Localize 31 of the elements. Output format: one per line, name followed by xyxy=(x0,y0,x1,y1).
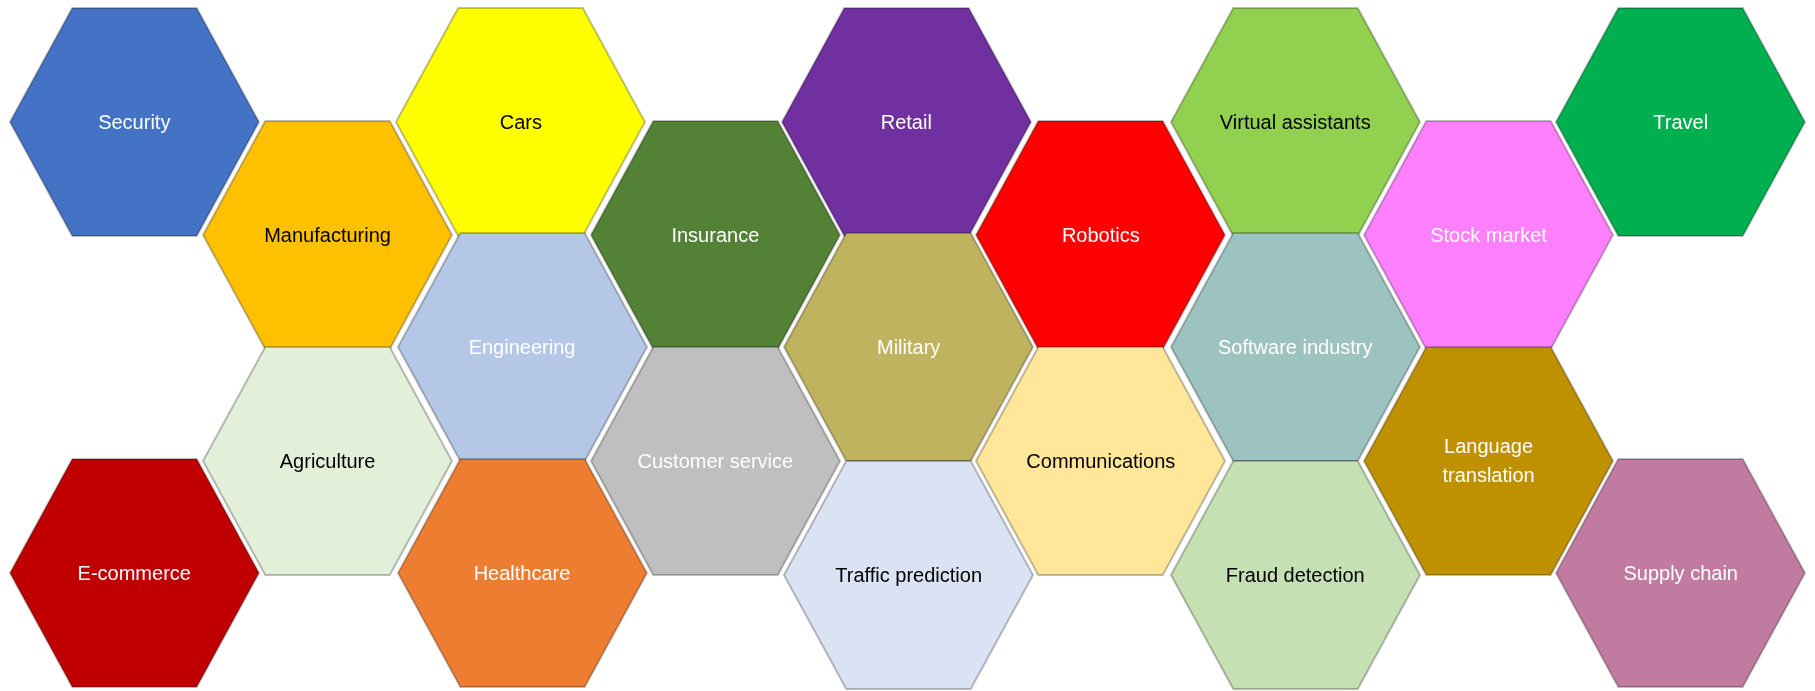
tile-label: Military xyxy=(876,334,942,360)
tile-label: Stock market xyxy=(1429,222,1548,248)
hexagon-tile xyxy=(9,458,259,687)
hexagon-tile xyxy=(396,7,646,236)
tile-label: Communications xyxy=(1025,448,1177,474)
hexagon-tile xyxy=(1556,7,1806,236)
tile-label: Language translation xyxy=(1441,433,1536,488)
hexagon-tile xyxy=(590,120,840,349)
tile-label: Fraud detection xyxy=(1224,562,1366,588)
tile-label: Supply chain xyxy=(1622,560,1739,586)
tile-label: Software industry xyxy=(1217,334,1374,360)
hexagon-tile xyxy=(9,7,259,236)
tile-label: Travel xyxy=(1652,109,1710,135)
tile-label: Agriculture xyxy=(278,448,377,474)
tile-label: Robotics xyxy=(1060,222,1141,248)
tile-label: Traffic prediction xyxy=(834,562,983,588)
tile-label: Cars xyxy=(498,109,543,135)
hexagon-tile xyxy=(781,7,1031,236)
tile-label: Virtual assistants xyxy=(1218,109,1372,135)
hexagon-tile xyxy=(1170,7,1420,236)
tile-label: Retail xyxy=(879,109,933,135)
tile-label: Insurance xyxy=(670,222,761,248)
tile-label: Customer service xyxy=(636,448,795,474)
tile-label: Healthcare xyxy=(472,560,572,586)
tile-label: Engineering xyxy=(467,334,577,360)
hexagon-tile xyxy=(1556,458,1806,687)
tile-label: Security xyxy=(97,109,172,135)
tile-label: Manufacturing xyxy=(263,222,392,248)
hexagon-tile xyxy=(203,346,453,575)
tile-label: E-commerce xyxy=(76,560,192,586)
hexagon-tile xyxy=(203,120,453,349)
